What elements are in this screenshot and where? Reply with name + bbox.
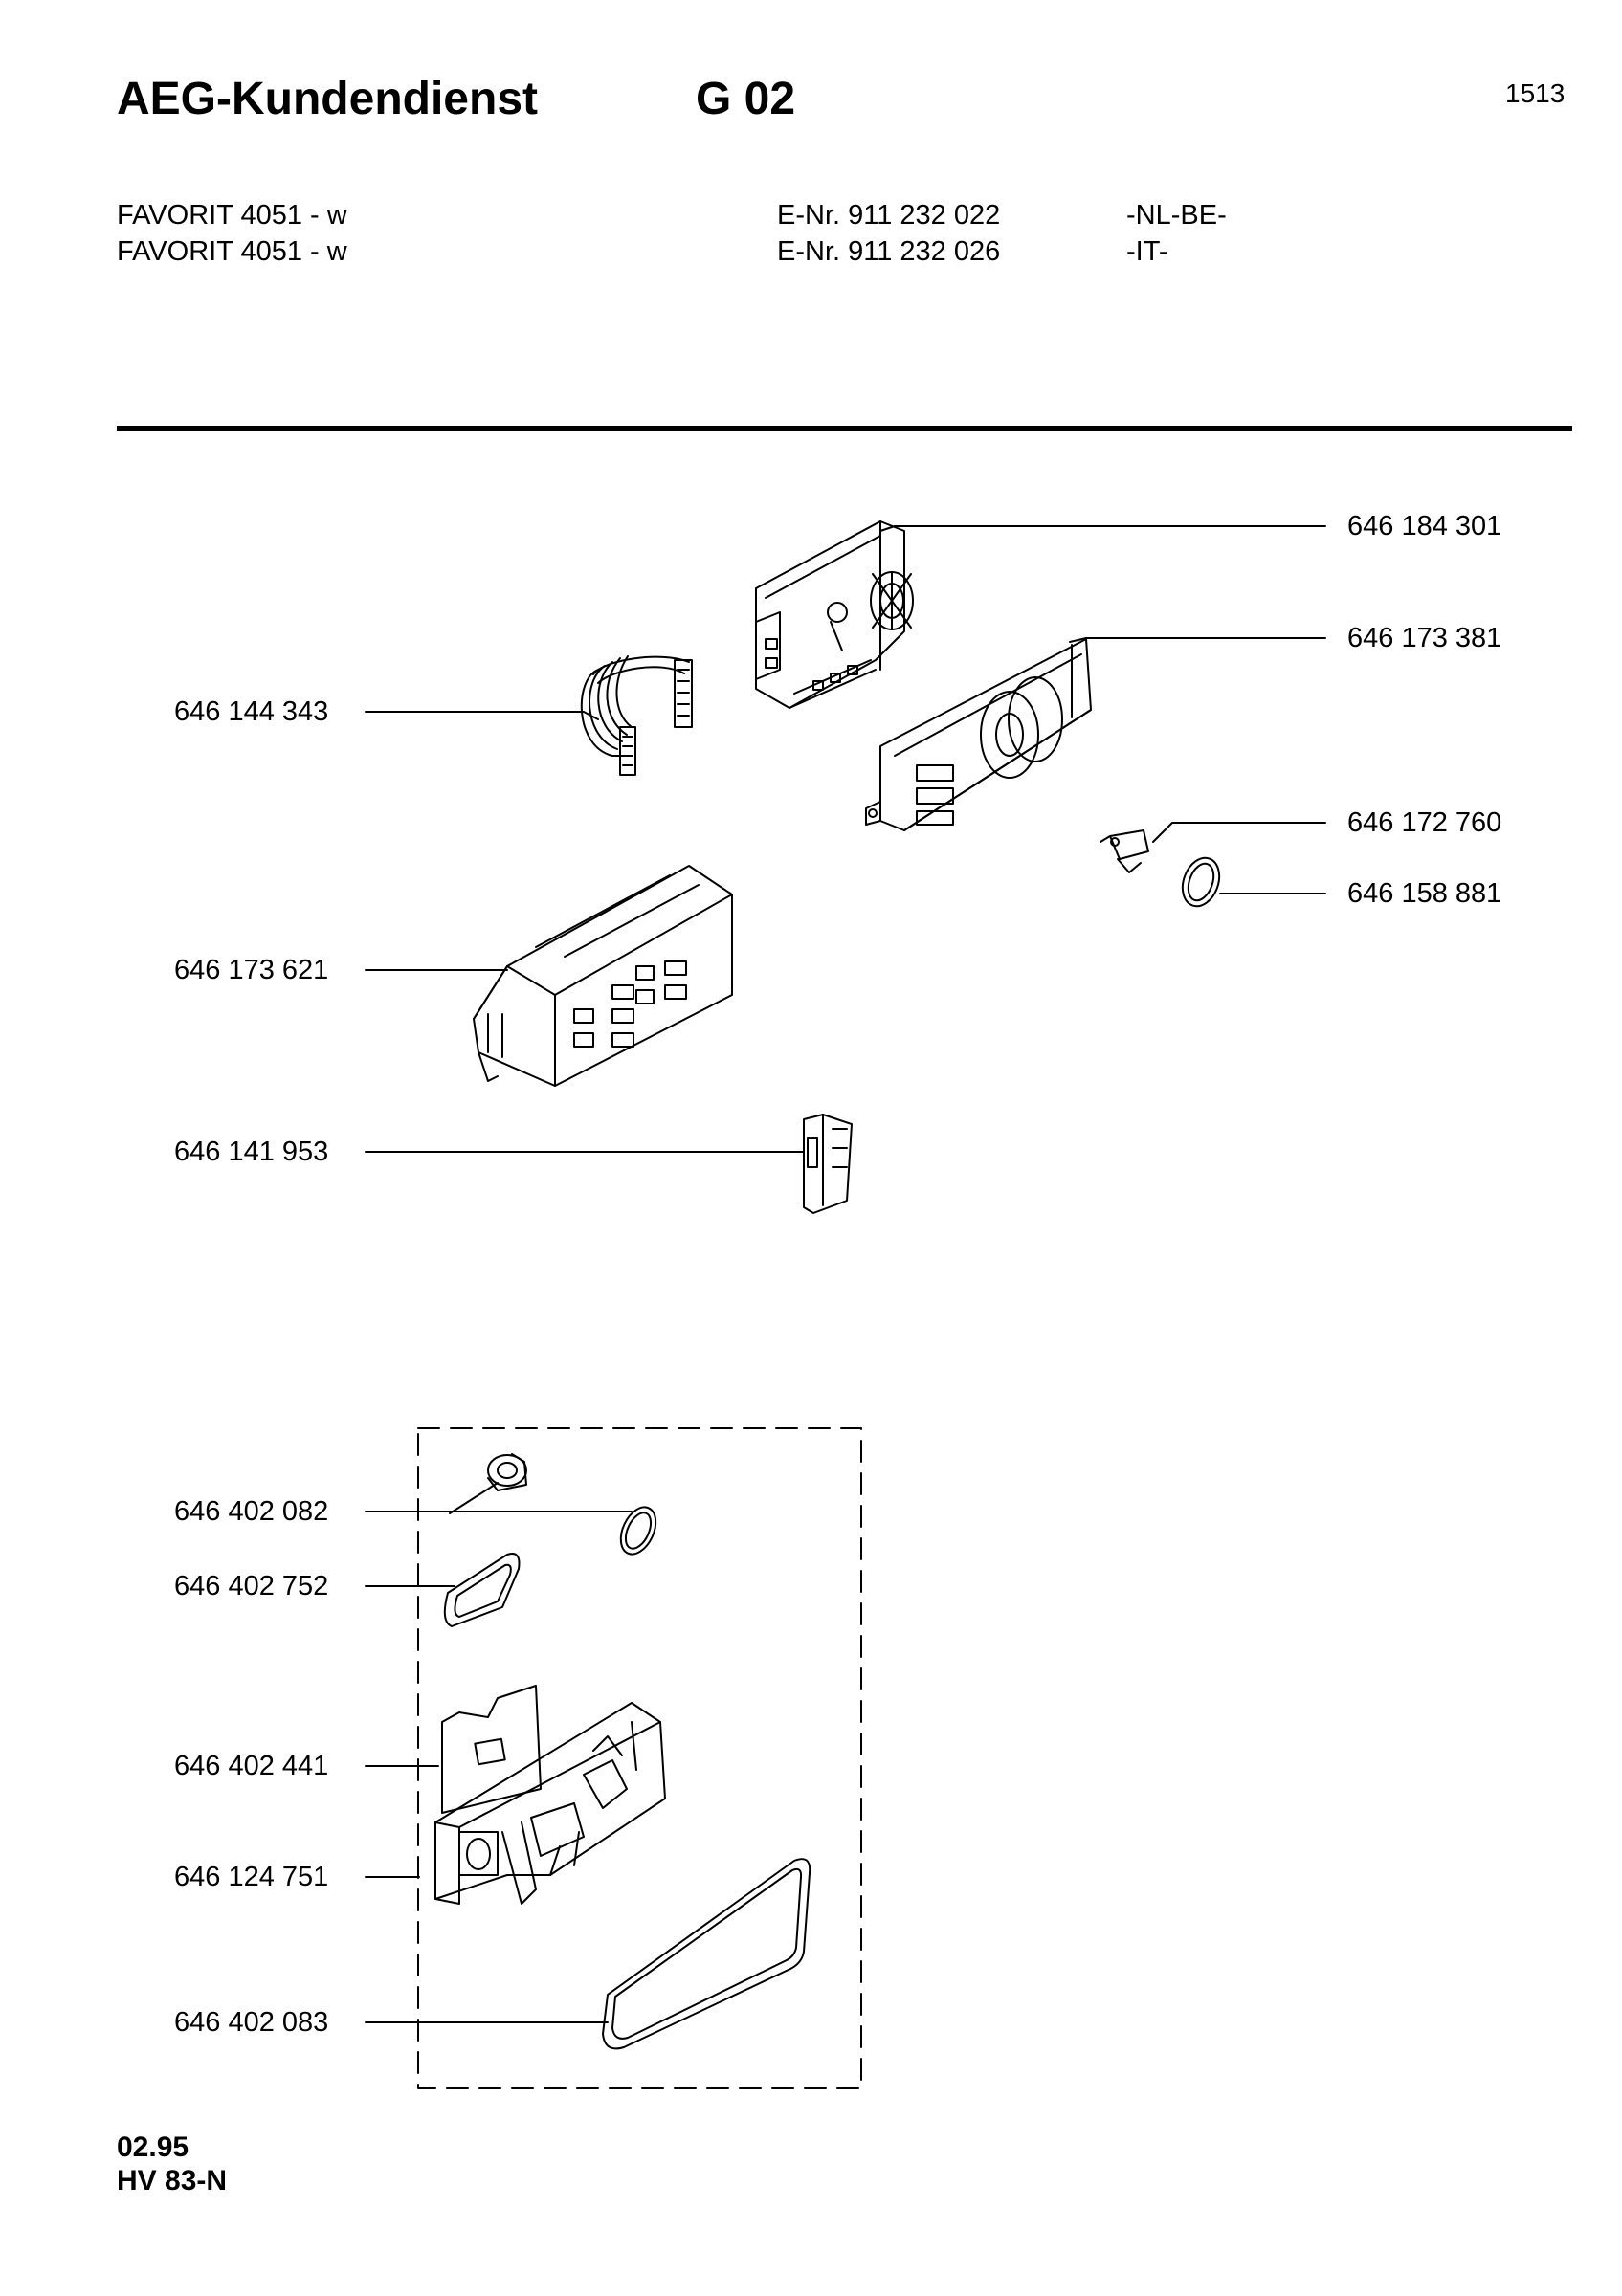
part-number-646-158-881: 646 158 881 bbox=[1347, 878, 1502, 909]
leader-646-172-760 bbox=[1153, 823, 1325, 842]
model-enr-2: E-Nr. 911 232 026 bbox=[777, 236, 1001, 267]
part-number-646-184-301: 646 184 301 bbox=[1347, 511, 1502, 541]
footer-date: 02.95 bbox=[117, 2131, 189, 2163]
program-timer-drawing bbox=[756, 521, 913, 708]
part-number-646-402-441: 646 402 441 bbox=[174, 1751, 329, 1781]
footer-code: HV 83-N bbox=[117, 2165, 228, 2197]
part-number-646-144-343: 646 144 343 bbox=[174, 696, 329, 727]
part-number-646-402-083: 646 402 083 bbox=[174, 2007, 329, 2038]
electronic-module-drawing bbox=[474, 866, 732, 1086]
model-region-2: -IT- bbox=[1126, 236, 1168, 267]
contact-block-drawing bbox=[804, 1115, 852, 1213]
model-name-2: FAVORIT 4051 - w bbox=[117, 236, 347, 267]
part-number-646-141-953: 646 141 953 bbox=[174, 1137, 329, 1167]
wiring-harness-drawing bbox=[582, 656, 692, 775]
brand-title: AEG-Kundendienst bbox=[117, 74, 538, 124]
kit-oring-drawing bbox=[614, 1502, 663, 1560]
leader-646-144-343 bbox=[366, 712, 598, 719]
part-number-646-402-752: 646 402 752 bbox=[174, 1571, 329, 1601]
model-enr-1: E-Nr. 911 232 022 bbox=[777, 200, 1001, 231]
leader-lines bbox=[366, 526, 1325, 2022]
leader-646-173-381 bbox=[1070, 638, 1325, 642]
model-region-1: -NL-BE- bbox=[1126, 200, 1227, 231]
part-number-646-173-381: 646 173 381 bbox=[1347, 623, 1502, 653]
leader-646-184-301 bbox=[880, 526, 1325, 531]
kit-bracket-drawing bbox=[488, 1454, 526, 1490]
page-number: 1513 bbox=[1505, 78, 1566, 108]
part-number-646-172-760: 646 172 760 bbox=[1347, 807, 1502, 838]
part-number-646-124-751: 646 124 751 bbox=[174, 1862, 329, 1892]
control-panel-drawing bbox=[866, 639, 1091, 830]
kit-gasket-drawing bbox=[445, 1554, 520, 1626]
part-number-646-402-082: 646 402 082 bbox=[174, 1496, 329, 1527]
kit-door-lock-drawing bbox=[435, 1686, 665, 1904]
ring-drawing bbox=[1176, 852, 1226, 911]
kit-large-gasket-drawing bbox=[603, 1859, 810, 2048]
kit-frame bbox=[418, 1428, 861, 2088]
leader-646-402-082 bbox=[366, 1483, 632, 1513]
group-code: G 02 bbox=[696, 74, 796, 124]
small-switch-drawing bbox=[1100, 830, 1148, 872]
header-rule bbox=[117, 426, 1572, 430]
model-name-1: FAVORIT 4051 - w bbox=[117, 200, 347, 231]
part-number-646-173-621: 646 173 621 bbox=[174, 955, 329, 985]
